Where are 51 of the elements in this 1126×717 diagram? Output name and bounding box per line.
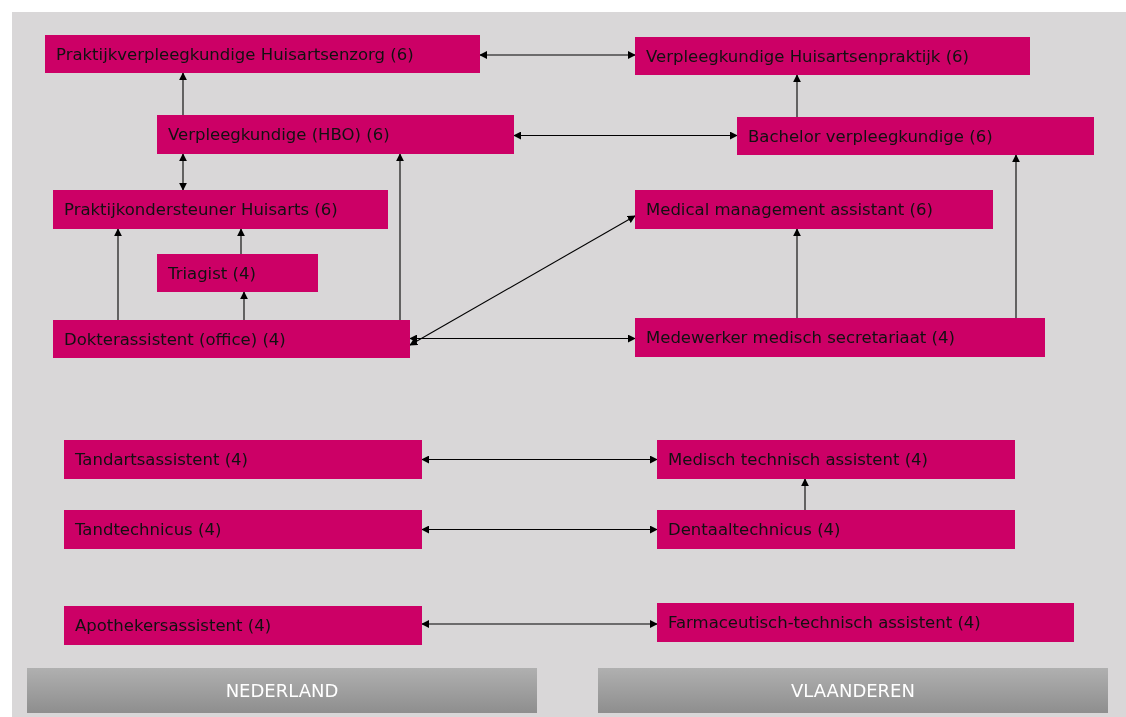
role-label: Dokterassistent (office) (4) — [64, 329, 286, 349]
role-box — [64, 440, 422, 479]
role-box — [635, 37, 1030, 75]
arrow — [793, 74, 801, 118]
role-box — [635, 190, 993, 229]
role-label: Medisch technisch assistent (4) — [668, 450, 929, 469]
role-label: Bachelor verpleegkundige (6) — [748, 126, 993, 146]
arrow — [793, 228, 801, 319]
arrow — [179, 72, 187, 116]
arrow — [409, 334, 636, 343]
role-label: Verpleegkundige Huisartsenpraktijk (6) — [646, 46, 969, 66]
arrow — [421, 455, 658, 464]
role-label: Verpleegkundige (HBO) (6) — [168, 125, 390, 144]
arrow — [801, 478, 809, 511]
role-box — [157, 254, 318, 292]
arrow — [409, 215, 636, 346]
role-box — [157, 115, 514, 154]
role-label: VLAANDEREN — [791, 680, 915, 701]
role-label: Tandartsassistent (4) — [75, 450, 248, 469]
arrow — [421, 525, 658, 534]
role-label: NEDERLAND — [225, 680, 339, 701]
arrow — [479, 51, 636, 59]
arrow — [179, 153, 187, 191]
role-label: Medewerker medisch secretariaat (4) — [646, 328, 955, 347]
role-box — [635, 318, 1045, 357]
role-box — [657, 440, 1015, 479]
role-box — [53, 320, 410, 358]
role-box — [64, 606, 422, 645]
role-label: Triagist (4) — [168, 263, 256, 283]
role-label: Praktijkverpleegkundige Huisartsenzorg (6) — [56, 44, 414, 64]
region-bar — [27, 668, 537, 713]
role-label: Farmaceutisch-technisch assistent (4) — [668, 613, 981, 632]
arrow — [421, 620, 658, 628]
region-bar — [598, 668, 1108, 713]
arrow — [396, 153, 404, 321]
role-box — [737, 117, 1094, 155]
role-label: Apothekersassistent (4) — [75, 616, 272, 635]
role-label: Tandtechnicus (4) — [75, 520, 222, 539]
role-box — [657, 603, 1074, 642]
role-label: Medical management assistant (6) — [646, 200, 933, 219]
role-box — [64, 510, 422, 549]
arrow — [240, 291, 248, 321]
role-box — [657, 510, 1015, 549]
role-label: Praktijkondersteuner Huisarts (6) — [64, 200, 338, 219]
role-label: Dentaaltechnicus (4) — [668, 520, 841, 539]
role-box — [53, 190, 388, 229]
arrow — [237, 228, 245, 255]
arrow — [513, 131, 738, 140]
arrow — [114, 228, 122, 321]
arrow — [1012, 154, 1020, 319]
role-box — [45, 35, 480, 73]
